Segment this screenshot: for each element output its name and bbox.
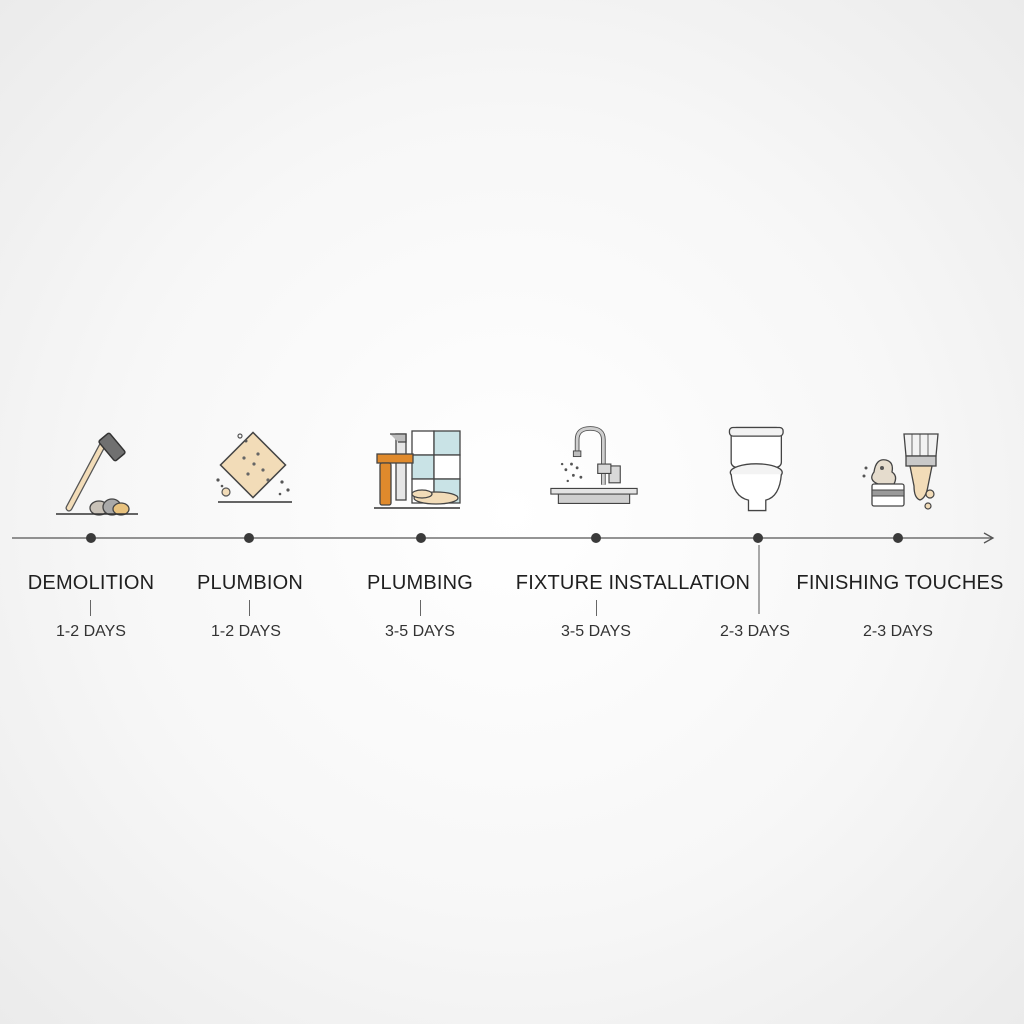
stage-duration: 2-3 DAYS xyxy=(720,623,790,640)
stage-label: FINISHING TOUCHES xyxy=(796,572,1004,594)
stage-duration: 1-2 DAYS xyxy=(211,623,281,640)
timeline-node xyxy=(244,533,254,543)
timeline-node xyxy=(591,533,601,543)
timeline-node xyxy=(753,533,763,543)
paintbrush-icon xyxy=(862,433,939,510)
stage-label: DEMOLITION xyxy=(27,572,155,594)
label-tick xyxy=(596,600,597,616)
stage-duration: 1-2 DAYS xyxy=(56,623,126,640)
pipe-wrench-tiles-icon xyxy=(374,430,461,509)
timeline-node xyxy=(893,533,903,543)
timeline-node xyxy=(416,533,426,543)
timeline-arrowhead xyxy=(983,532,995,544)
label-tick xyxy=(90,600,91,616)
stage-duration: 3-5 DAYS xyxy=(561,623,631,640)
label-tick xyxy=(249,600,250,616)
faucet-sink-icon xyxy=(550,426,638,504)
stage-label: FIXTURE INSTALLATION xyxy=(515,572,751,594)
timeline-node xyxy=(86,533,96,543)
stage-duration: 2-3 DAYS xyxy=(863,623,933,640)
stage-duration: 3-5 DAYS xyxy=(385,623,455,640)
label-tick xyxy=(420,600,421,616)
toilet-icon xyxy=(728,426,784,512)
stage-label: PLUMBION xyxy=(196,572,304,594)
hammer-rubble-icon xyxy=(56,432,138,516)
stage-label: PLUMBING xyxy=(366,572,474,594)
drywall-tile-icon xyxy=(216,431,292,503)
